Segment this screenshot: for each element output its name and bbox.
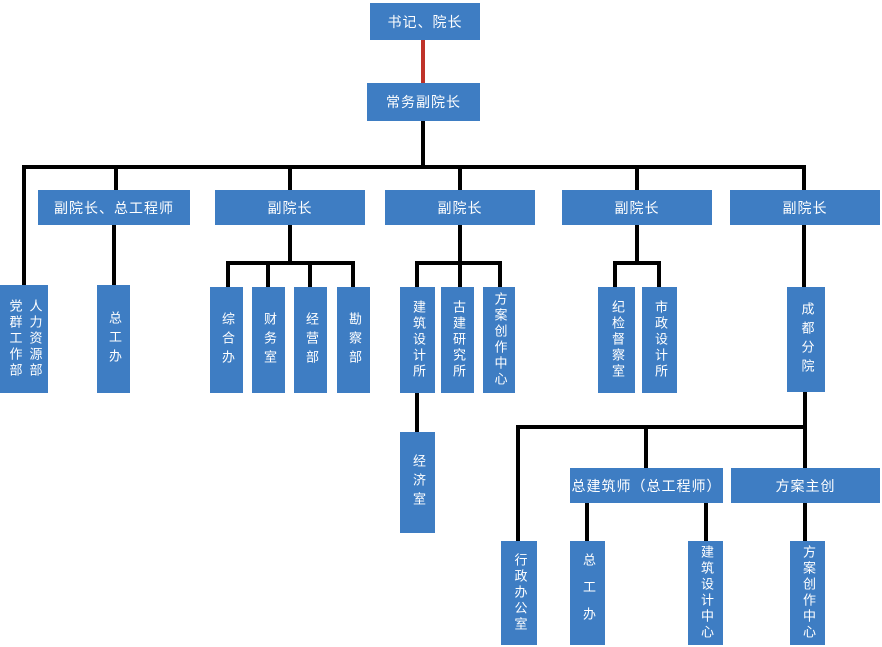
connector-vd3-stub — [635, 225, 639, 265]
connector-drop-vd-chief-eng — [114, 165, 118, 191]
node-label: 经营部 — [303, 311, 318, 369]
node-label: 总工办 — [106, 310, 121, 368]
connector-chengdu-stub — [803, 392, 807, 429]
connector-vd1-stub — [288, 225, 292, 265]
node-vice-dean-1: 副院长 — [215, 190, 365, 225]
connector-group2-drop-a — [415, 261, 419, 287]
connector-vdce-to-chief-eng-office — [112, 225, 116, 285]
node-economy-office: 经济室 — [400, 432, 435, 533]
node-label: 建筑设计所 — [410, 300, 425, 380]
node-chief-engineer-office: 总工办 — [97, 285, 130, 393]
node-label: 副院长 — [614, 200, 660, 217]
connector-group1-horizontal — [226, 261, 355, 265]
node-general-office: 综合办 — [210, 287, 243, 393]
connector-arch-to-economy — [415, 393, 419, 432]
connector-group3-horizontal — [613, 261, 661, 265]
node-secretary-dean: 书记、院长 — [370, 3, 480, 40]
node-vice-dean-chief-engineer: 副院长、总工程师 — [38, 190, 190, 225]
node-label: 总建筑师（总工程师） — [571, 478, 722, 495]
node-label: 书记、院长 — [387, 14, 463, 31]
connector-vd2-stub — [458, 225, 462, 265]
node-label: 财务室 — [261, 311, 276, 369]
connector-branch-horizontal — [516, 425, 807, 429]
connector-drop-vd3 — [635, 165, 639, 191]
connector-architect-to-design-center — [704, 503, 708, 541]
node-branch-scheme-creation-center: 方案创作中心 — [790, 541, 825, 645]
node-label: 方案主创 — [775, 478, 836, 495]
node-scheme-lead: 方案主创 — [731, 468, 880, 503]
node-label: 方案创作中心 — [800, 545, 815, 641]
node-label: 市政设计所 — [652, 300, 667, 380]
node-label-hr-dept: 人力资源部 — [26, 299, 42, 379]
node-label: 建筑设计中心 — [698, 545, 713, 641]
connector-group3-drop-a — [613, 261, 617, 287]
connector-drop-vd1 — [288, 165, 292, 191]
node-exec-vice-dean: 常务副院长 — [367, 83, 480, 121]
connector-branch-drop-admin — [516, 425, 520, 541]
node-finance-office: 财务室 — [252, 287, 285, 393]
node-scheme-creation-center: 方案创作中心 — [483, 287, 515, 393]
node-label: 总工办 — [580, 552, 595, 634]
node-vice-dean-2: 副院长 — [385, 190, 535, 225]
node-municipal-design-institute: 市政设计所 — [642, 287, 677, 393]
connector-group1-drop-b — [266, 261, 270, 287]
node-label: 综合办 — [219, 311, 234, 369]
node-ancient-arch-institute: 古建研究所 — [441, 287, 474, 393]
connector-group3-drop-b — [657, 261, 661, 287]
connector-group2-drop-b — [458, 261, 462, 287]
connector-main-horizontal — [22, 165, 806, 169]
connector-group1-drop-a — [226, 261, 230, 287]
node-chief-architect: 总建筑师（总工程师） — [570, 468, 723, 503]
connector-vd4-to-chengdu — [802, 225, 806, 287]
connector-architect-to-chief-eng — [585, 503, 589, 541]
node-label: 古建研究所 — [450, 300, 465, 380]
node-label: 副院长 — [267, 200, 313, 217]
connector-group1-drop-d — [351, 261, 355, 287]
connector-branch-drop-scheme-lead — [803, 425, 807, 468]
node-label: 副院长 — [782, 200, 828, 217]
node-label: 方案创作中心 — [491, 292, 507, 388]
connector-group2-drop-c — [498, 261, 502, 287]
node-label: 纪检督察室 — [609, 300, 624, 380]
node-label: 成都分院 — [798, 301, 814, 378]
node-label: 副院长、总工程师 — [54, 200, 174, 217]
node-arch-design-institute: 建筑设计所 — [400, 287, 435, 393]
node-arch-design-center: 建筑设计中心 — [688, 541, 723, 645]
node-survey-dept: 勘察部 — [337, 287, 370, 393]
connector-drop-vd2 — [458, 165, 462, 191]
connector-scheme-lead-to-center — [803, 503, 807, 541]
connector-drop-left-depts — [22, 165, 26, 285]
connector-red-secretary-to-exec — [421, 40, 425, 83]
node-chengdu-branch: 成都分院 — [787, 287, 825, 392]
node-vice-dean-3: 副院长 — [562, 190, 712, 225]
connector-drop-vd4 — [802, 165, 806, 191]
node-label: 常务副院长 — [386, 95, 461, 111]
node-label: 经济室 — [410, 454, 425, 511]
node-business-dept: 经营部 — [294, 287, 327, 393]
connector-branch-drop-architect — [644, 425, 648, 468]
node-admin-office: 行政办公室 — [501, 541, 537, 645]
node-vice-dean-4: 副院长 — [730, 190, 880, 225]
node-label: 行政办公室 — [511, 553, 527, 633]
node-label: 勘察部 — [346, 311, 361, 369]
node-label: 副院长 — [437, 200, 483, 217]
node-party-mass-and-hr-dept: 党群工作部 人力资源部 — [0, 285, 48, 393]
connector-group1-drop-c — [308, 261, 312, 287]
connector-exec-down — [421, 121, 425, 167]
node-label-party-mass-dept: 党群工作部 — [6, 299, 22, 379]
node-branch-chief-engineer-office: 总工办 — [570, 541, 605, 645]
node-discipline-inspection-office: 纪检督察室 — [598, 287, 635, 393]
